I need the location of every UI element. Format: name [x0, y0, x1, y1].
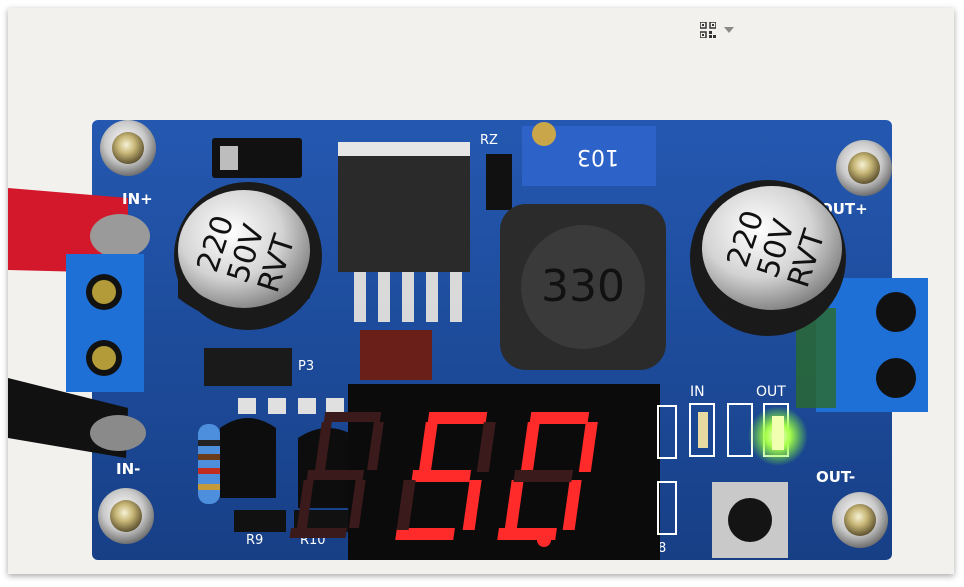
svg-text:103: 103 — [577, 144, 619, 169]
push-button — [728, 498, 772, 542]
label-rz: RZ — [480, 133, 498, 148]
wire-clip-black — [90, 415, 146, 451]
inductor-code: 330 — [541, 261, 625, 312]
terminal-screw-right-2 — [876, 358, 916, 398]
regulator-ic-tab — [338, 142, 470, 156]
transistor-2 — [298, 428, 358, 508]
smd-diode-pad — [220, 146, 238, 170]
red-wire — [8, 188, 128, 273]
display-digit-1 — [289, 412, 384, 538]
chevron-down-icon — [724, 27, 734, 33]
label-in-minus: IN- — [116, 460, 140, 478]
terminal-screw-left-2-head — [92, 346, 116, 370]
pcb-photo: IN+ IN- OUT+ OUT- RZ P3 R9 R10 8 IN OUT … — [8, 120, 928, 560]
resistor-through-hole — [198, 424, 220, 504]
regulator-ic — [338, 142, 470, 272]
transistor-1 — [220, 418, 276, 498]
smd-pad-4 — [326, 398, 344, 414]
smd-pad-r7 — [657, 405, 677, 459]
label-out-minus: OUT- — [816, 468, 855, 486]
smd-pad-r8 — [657, 481, 677, 535]
smd-capacitor-brown — [360, 330, 432, 380]
photo-frame: IN+ IN- OUT+ OUT- RZ P3 R9 R10 8 IN OUT … — [8, 8, 954, 574]
inductor-core — [521, 225, 645, 349]
resistor-band-4 — [198, 484, 220, 490]
smd-resistor-rz — [486, 154, 512, 210]
capacitor-left-text: 220 50V RVT — [190, 211, 302, 296]
smd-pad-1 — [238, 398, 256, 414]
seven-segment-display — [289, 384, 660, 560]
corner-screw-top-right — [848, 152, 880, 184]
label-out-led: OUT — [756, 384, 786, 400]
smd-chip-p3 — [204, 348, 292, 386]
label-r9: R9 — [246, 533, 263, 548]
capacitor-left-stripe — [178, 278, 310, 323]
terminal-screw-left-1-head — [92, 280, 116, 304]
smd-resistor-r9 — [234, 510, 286, 532]
led-in-pad — [689, 403, 715, 457]
display-digit-2 — [395, 412, 496, 540]
wire-clip-red — [90, 214, 150, 258]
capacitor-right-top — [702, 186, 842, 310]
smd-pad-3 — [298, 398, 316, 414]
label-r8: 8 — [658, 541, 666, 556]
smd-pad-2 — [268, 398, 286, 414]
resistor-band-3 — [198, 468, 220, 474]
corner-screw-top-left — [112, 132, 144, 164]
led-out — [772, 416, 784, 450]
qr-code-button[interactable] — [700, 20, 746, 40]
resistor-band-1 — [198, 440, 220, 446]
resistor-band-2 — [198, 454, 220, 460]
led-in — [698, 412, 708, 448]
corner-screw-bottom-left — [110, 500, 142, 532]
display-digit-3 — [497, 412, 598, 540]
trimmer-code: 103 — [577, 144, 619, 169]
capacitor-left-top — [178, 190, 310, 310]
label-p3: P3 — [298, 359, 314, 374]
qr-code-icon — [700, 22, 716, 38]
terminal-screw-right-1 — [876, 292, 916, 332]
corner-screw-bottom-right — [844, 504, 876, 536]
label-in-plus: IN+ — [122, 190, 153, 208]
regulator-ic-pins — [354, 272, 462, 322]
label-in-led: IN — [690, 384, 705, 400]
trimmer-screw — [532, 122, 556, 146]
